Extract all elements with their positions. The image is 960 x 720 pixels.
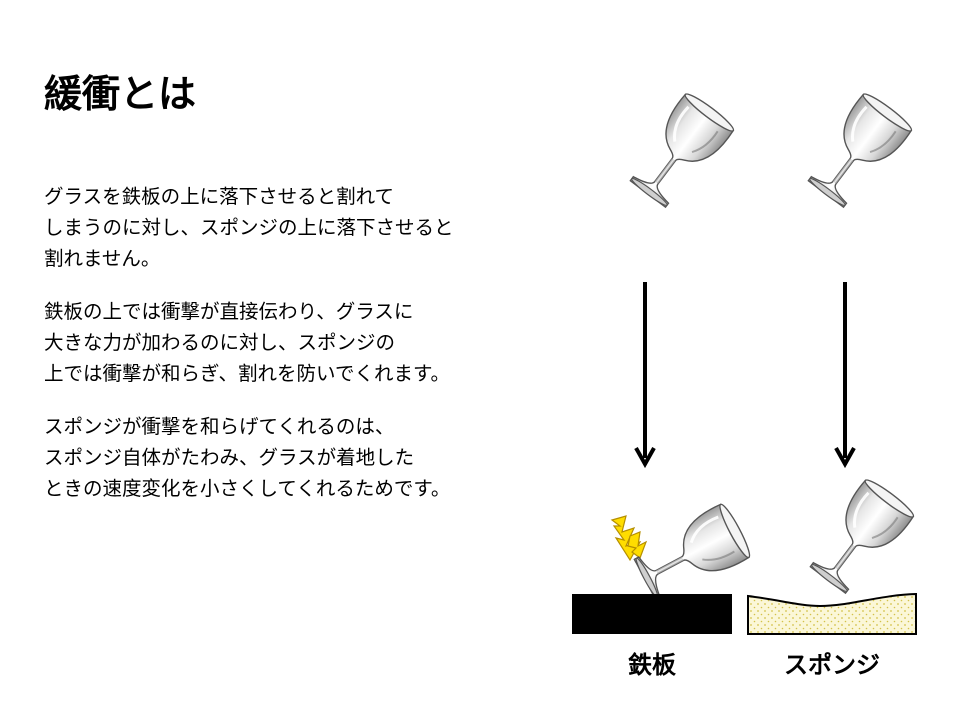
glass-on-sponge: [803, 476, 916, 598]
fall-arrow-iron: [636, 282, 654, 464]
fall-arrow-sponge: [836, 282, 854, 464]
iron-plate: [572, 594, 732, 634]
sponge-label: スポンジ: [748, 645, 916, 680]
sponge-block: [748, 594, 916, 634]
falling-glass-sponge: [801, 90, 914, 212]
lightning-icon: [612, 516, 646, 560]
iron-plate-label: 鉄板: [572, 645, 732, 680]
falling-glass-iron: [623, 90, 736, 212]
cracked-glass-on-iron: [630, 502, 753, 606]
